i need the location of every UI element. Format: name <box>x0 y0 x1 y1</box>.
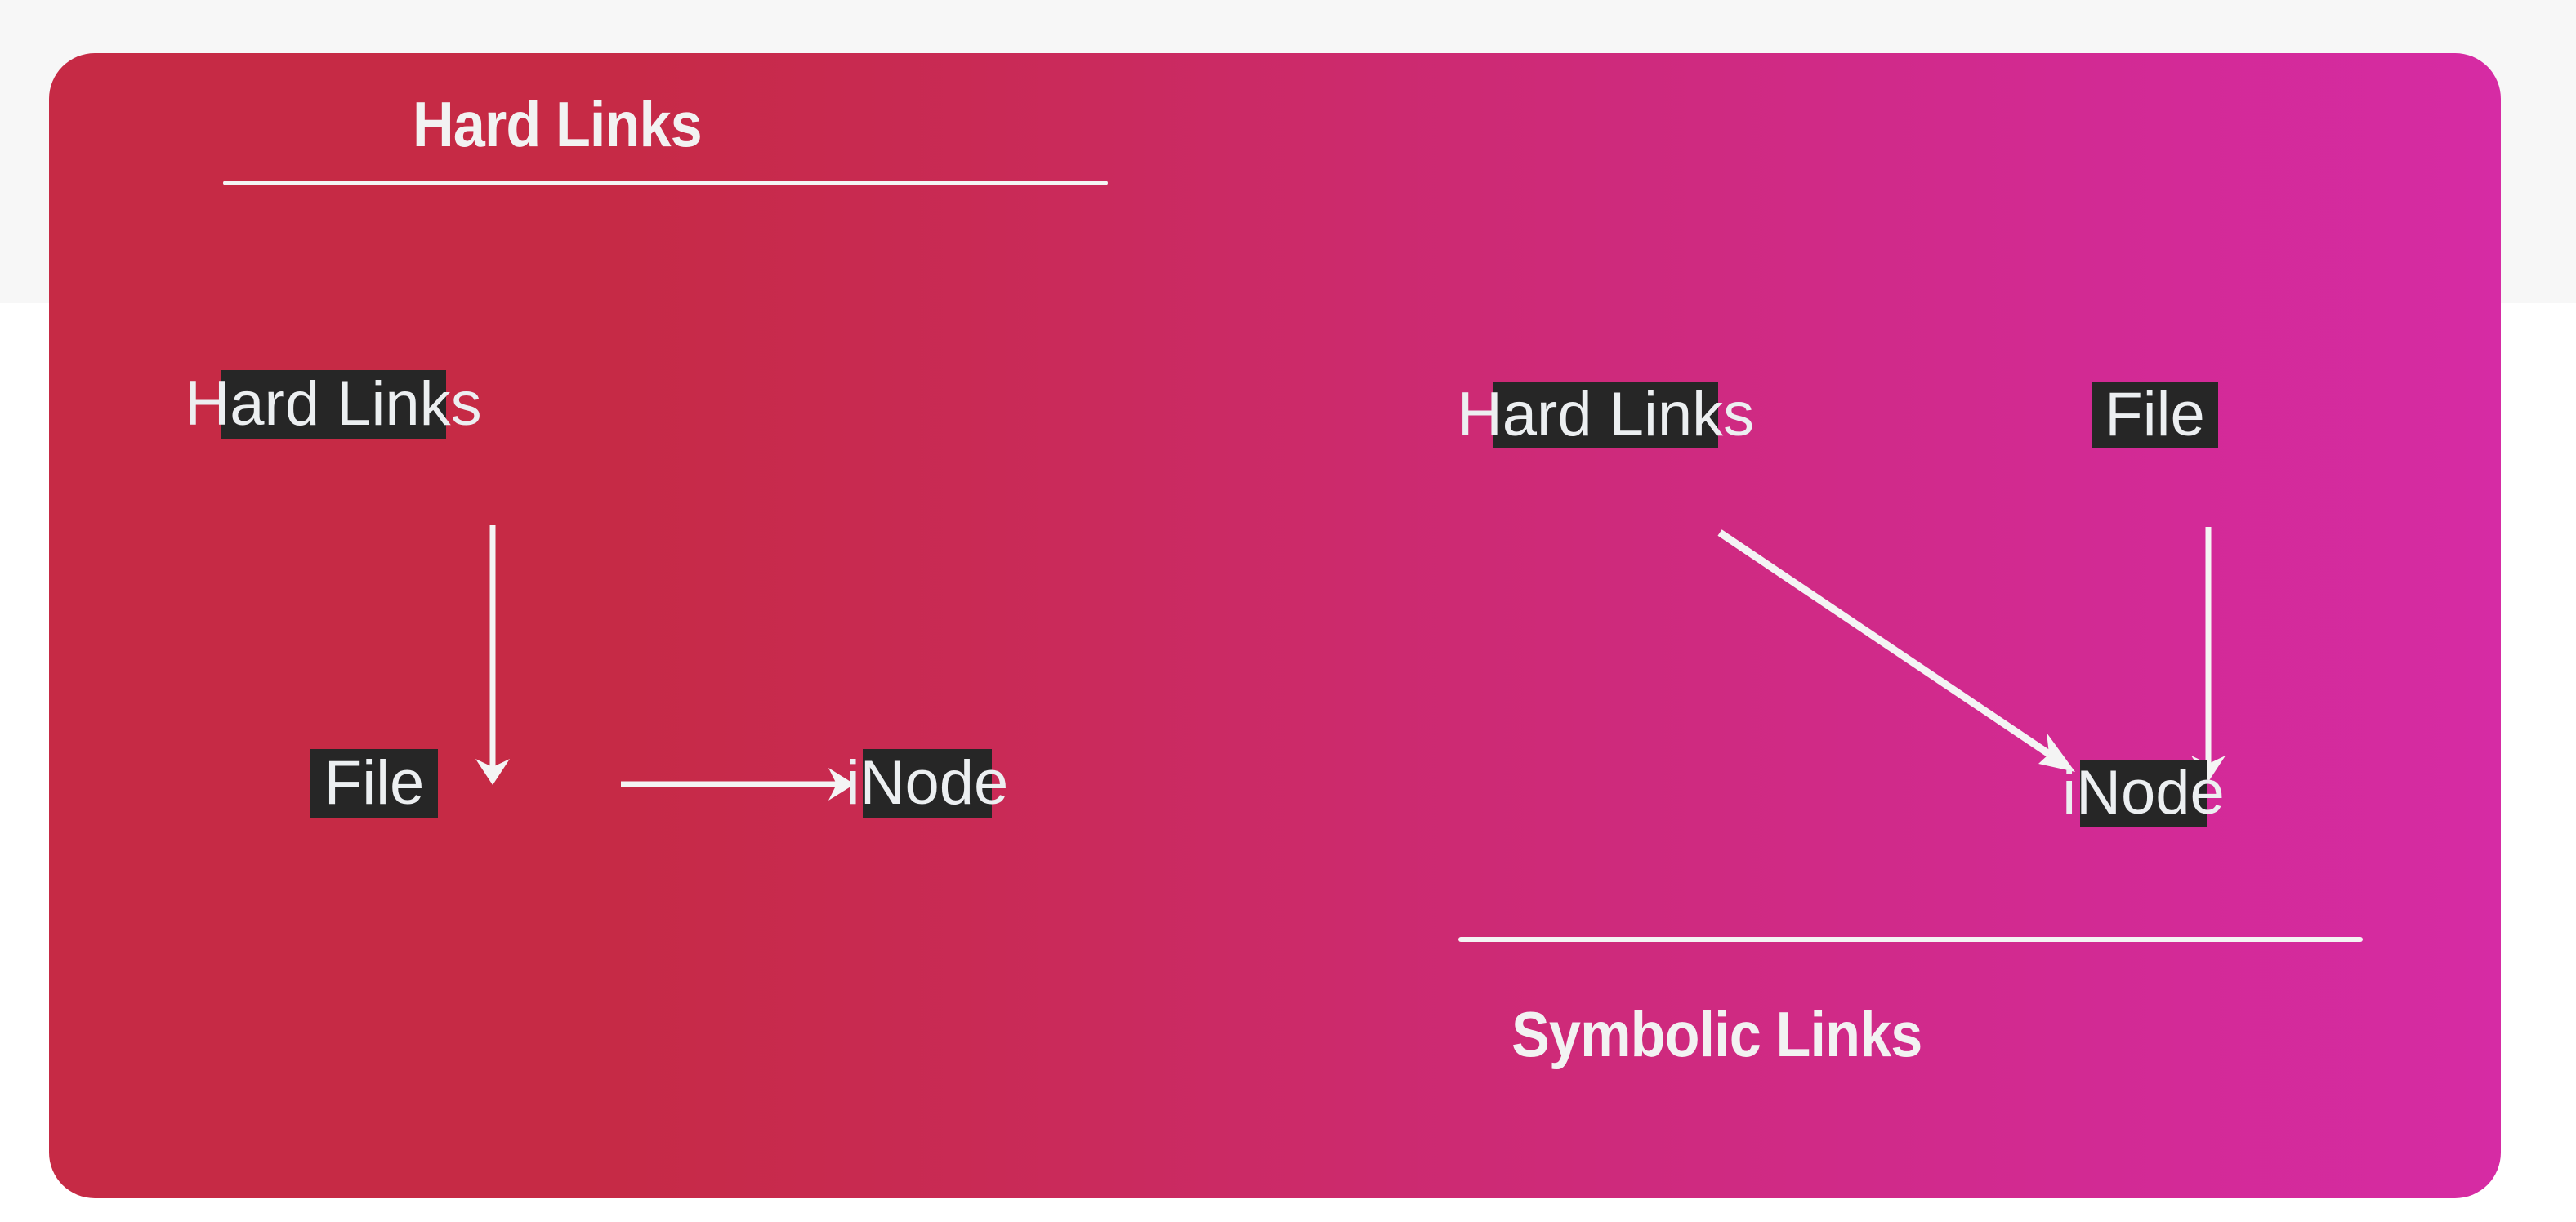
section-title-overline-symbolic-links <box>1458 937 2363 942</box>
node-box-right-file[interactable]: File <box>2092 382 2218 448</box>
arrow-diagonal-icon-hardlinks-to-inode <box>1717 529 2075 772</box>
section-title-underline-hard-links <box>223 181 1108 185</box>
diagram-card: Hard Links Hard Links File iNode Hard Li… <box>49 53 2501 1198</box>
node-box-left-file[interactable]: File <box>310 749 438 818</box>
section-title-hard-links: Hard Links <box>413 88 703 160</box>
node-box-left-inode[interactable]: iNode <box>846 748 1009 818</box>
arrow-down-icon-hardlinks-to-file <box>475 525 510 785</box>
node-box-right-inode[interactable]: iNode <box>2062 758 2225 827</box>
section-title-symbolic-links: Symbolic Links <box>1511 998 1922 1070</box>
node-box-right-hard-links[interactable]: Hard Links <box>1457 380 1755 449</box>
node-box-left-hard-links[interactable]: Hard Links <box>185 369 482 439</box>
arrow-right-icon-file-to-inode <box>621 768 855 801</box>
